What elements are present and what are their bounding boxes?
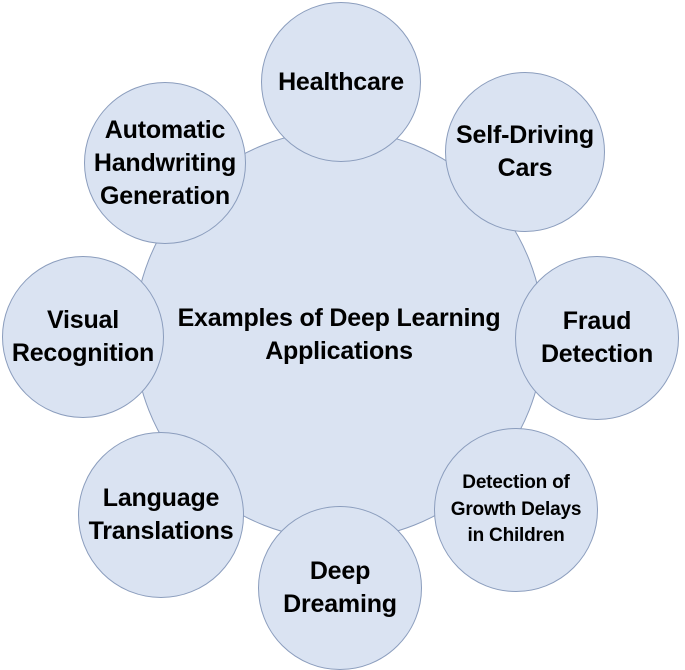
node-label: Visual Recognition: [11, 306, 155, 367]
center-label: Examples of Deep Learning Applications: [177, 304, 501, 365]
node-label: Healthcare: [278, 67, 404, 96]
node-healthcare: Healthcare: [261, 2, 421, 162]
node-fraud-detection: Fraud Detection: [515, 256, 679, 420]
node-label: Deep Dreaming: [283, 557, 397, 618]
node-label: Self-Driving Cars: [456, 121, 594, 182]
node-label: Detection of Growth Delays in Children: [450, 472, 582, 547]
node-label: Language Translations: [88, 484, 234, 545]
node-label: Automatic Handwriting Generation: [93, 115, 237, 210]
node-language-translations: Language Translations: [78, 432, 244, 598]
node-automatic-handwriting-generation: Automatic Handwriting Generation: [84, 82, 246, 244]
node-label: Fraud Detection: [540, 307, 654, 368]
node-self-driving-cars: Self-Driving Cars: [445, 72, 605, 232]
node-visual-recognition: Visual Recognition: [2, 256, 164, 418]
node-deep-dreaming: Deep Dreaming: [258, 506, 422, 670]
node-detection-of-growth-delays: Detection of Growth Delays in Children: [434, 428, 598, 592]
